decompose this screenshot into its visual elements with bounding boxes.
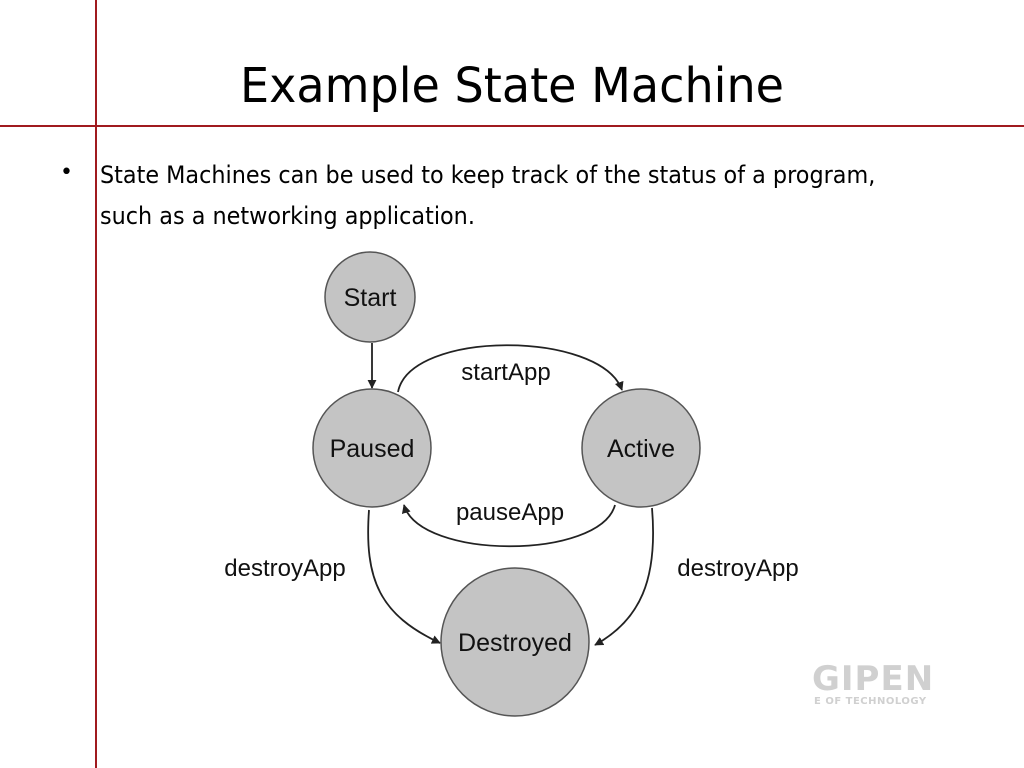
edge-start-app xyxy=(397,344,624,393)
transition-pause-app-label: pauseApp xyxy=(456,499,564,526)
state-start-label: Start xyxy=(344,284,397,312)
watermark-logo: GIPEN E OF TECHNOLOGY xyxy=(812,662,934,707)
state-active-label: Active xyxy=(607,435,675,463)
transition-destroy-left-label: destroyApp xyxy=(224,555,345,582)
edge-pause-app xyxy=(401,504,616,548)
edge-destroy-right xyxy=(594,507,654,646)
watermark-sub: E OF TECHNOLOGY xyxy=(814,696,927,707)
state-paused-label: Paused xyxy=(330,435,415,463)
state-start: Start xyxy=(324,251,416,343)
state-destroyed: Destroyed xyxy=(440,567,590,717)
watermark-main: GIPEN xyxy=(812,659,935,699)
vertical-rule xyxy=(95,0,97,768)
state-destroyed-label: Destroyed xyxy=(458,629,572,657)
state-paused: Paused xyxy=(312,388,432,508)
horizontal-rule xyxy=(0,125,1024,127)
slide-title: Example State Machine xyxy=(239,58,785,114)
bullet-icon: • xyxy=(60,160,73,185)
transition-start-app-label: startApp xyxy=(461,359,550,386)
state-active: Active xyxy=(581,388,701,508)
edge-destroy-left xyxy=(367,509,441,644)
transition-destroy-right-label: destroyApp xyxy=(677,555,798,582)
bullet-text: State Machines can be used to keep track… xyxy=(100,161,876,230)
